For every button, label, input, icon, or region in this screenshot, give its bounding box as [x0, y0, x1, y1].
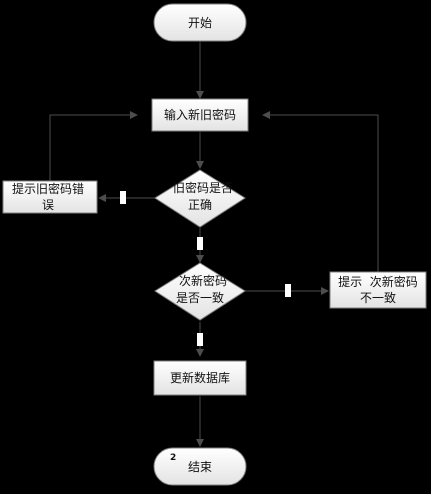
new-password-mismatch-label-2: 不一致: [360, 291, 396, 305]
new-password-mismatch-label-1: 提示 次新密码: [338, 274, 418, 289]
old-password-error-label-2: 误: [42, 198, 54, 212]
edge-label-chip: [197, 333, 203, 346]
input-password-label: 输入新旧密码: [164, 107, 236, 122]
new-password-check-label-2: 是否一致: [176, 291, 224, 305]
edge-label-chip: [197, 237, 203, 250]
edge-label-chip: [285, 284, 291, 297]
end-note: 2: [170, 453, 176, 463]
edge-mismatch-back-to-input: [262, 111, 379, 272]
new-password-mismatch-node[interactable]: 提示 次新密码 不一致: [329, 271, 427, 309]
edge-label-chip: [120, 191, 126, 204]
old-password-error-label-1: 提示旧密码错: [12, 181, 84, 196]
input-password-node[interactable]: 输入新旧密码: [151, 98, 249, 132]
update-database-label: 更新数据库: [170, 370, 230, 385]
new-password-check-label-1: 次新密码: [179, 273, 227, 288]
end-label: 结束: [188, 460, 212, 474]
old-password-check-label-2: 正确: [188, 198, 212, 212]
start-label: 开始: [188, 16, 212, 30]
update-database-node[interactable]: 更新数据库: [153, 360, 247, 396]
start-node[interactable]: 开始: [153, 3, 247, 42]
old-password-check-label-1: 旧密码是否: [173, 180, 233, 195]
old-password-error-node[interactable]: 提示旧密码错 误: [2, 180, 98, 214]
new-password-check-node[interactable]: 次新密码 是否一致: [154, 262, 246, 321]
edge-error-back-to-input: [49, 111, 138, 181]
old-password-check-node[interactable]: 旧密码是否 正确: [154, 169, 246, 228]
end-node[interactable]: 结束 2: [153, 447, 247, 486]
